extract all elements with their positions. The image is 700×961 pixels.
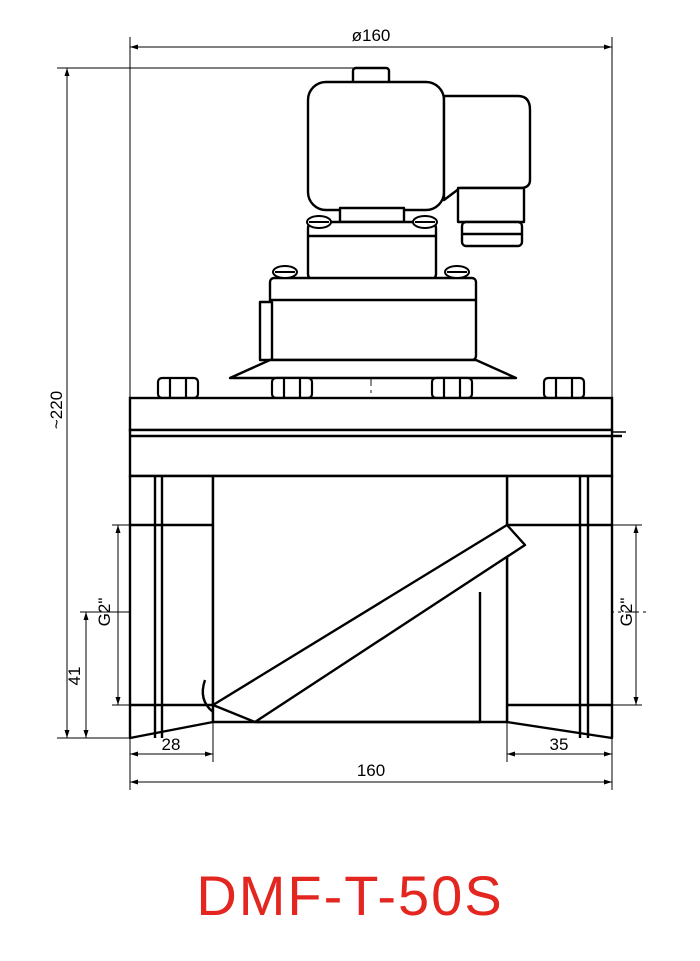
right-thread-label: G2" xyxy=(617,598,636,627)
axis-height-label: 41 xyxy=(65,667,84,686)
right-port-length-label: 35 xyxy=(550,735,569,754)
solenoid-coil xyxy=(306,66,532,248)
cover-plate xyxy=(128,396,626,478)
body-width-label: 160 xyxy=(357,761,385,780)
top-diameter-label: ø160 xyxy=(352,26,391,45)
model-title: DMF-T-50S xyxy=(196,864,504,927)
total-height-label: ~220 xyxy=(47,391,66,429)
pilot-screws xyxy=(272,215,470,279)
valve-body xyxy=(128,474,614,740)
dimension-arrows xyxy=(64,44,639,785)
pilot-head xyxy=(228,220,518,380)
left-port-length-label: 28 xyxy=(162,735,181,754)
cover-bolts xyxy=(156,376,586,400)
left-thread-label: G2" xyxy=(95,598,114,627)
